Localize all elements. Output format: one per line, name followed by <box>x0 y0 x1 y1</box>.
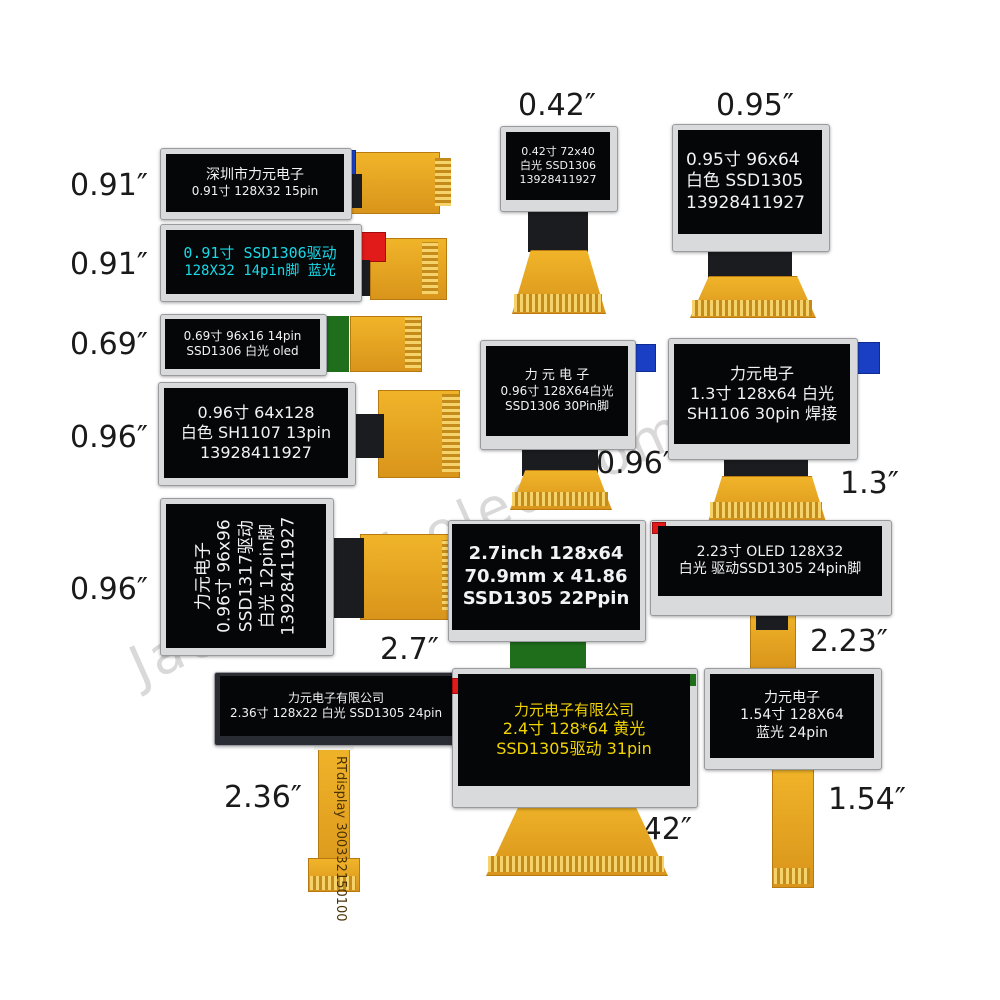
oled-module-0-95: 0.95寸 96x64 白色 SSD1305 13928411927 <box>672 124 832 320</box>
screen-line: 白色 SH1107 13pin <box>180 423 332 442</box>
flex-print-text: RTdisplay 300332150100 <box>333 756 348 922</box>
screen-line: 蓝光 24pin <box>756 724 828 741</box>
screen-line: 0.96寸 64x128 <box>197 403 315 422</box>
screen-line: 白色 SSD1305 <box>686 171 804 192</box>
size-label-1-3: 1.3″ <box>840 466 899 501</box>
display-screen: 0.96寸 64x128 白色 SH1107 13pin 13928411927 <box>164 388 348 478</box>
oled-module-0-42: 0.42寸 72x40 白光 SSD1306 13928411927 <box>500 126 620 316</box>
screen-line: 2.36寸 128x22 白光 SSD1305 24pin <box>229 706 443 720</box>
display-screen: 力元电子有限公司 2.36寸 128x22 白光 SSD1305 24pin <box>220 676 452 736</box>
size-label-2-36: 2.36″ <box>224 780 303 815</box>
display-screen: 2.7inch 128x64 70.9mm x 41.86 SSD1305 22… <box>452 524 640 630</box>
display-screen: 0.69寸 96x16 14pin SSD1306 白光 oled <box>165 319 320 369</box>
pin-contacts <box>774 868 810 884</box>
screen-line: SSD1305驱动 31pin <box>496 739 652 759</box>
oled-module-2-7: 2.7inch 128x64 70.9mm x 41.86 SSD1305 22… <box>448 520 648 680</box>
screen-line: 力元电子 <box>192 542 213 611</box>
screen-line: 力元电子有限公司 <box>287 691 384 705</box>
screen-line: 0.95寸 96x64 <box>686 150 800 171</box>
size-label-0-91-a: 0.91″ <box>70 168 149 203</box>
oled-module-2-23: 2.23寸 OLED 128X32 白光 驱动SSD1305 24pin脚 <box>650 520 892 670</box>
screen-line: SH1106 30pin 焊接 <box>686 404 838 423</box>
screen-line: 13928411927 <box>200 443 312 462</box>
size-label-0-96-c: 0.96″ <box>596 446 675 481</box>
screen-line: 128X32 14pin脚 蓝光 <box>184 262 336 279</box>
size-label-2-7: 2.7″ <box>380 632 439 667</box>
flex-cable <box>772 764 814 888</box>
screen-line: 0.91寸 128X32 15pin <box>191 184 319 199</box>
oled-module-1-3: 力元电子 1.3寸 128x64 白光 SH1106 30pin 焊接 <box>668 338 880 524</box>
pin-contacts <box>435 158 451 206</box>
size-label-0-91-b: 0.91″ <box>70 247 149 282</box>
screen-line: 力元电子 <box>729 364 794 383</box>
screen-line: 0.96寸 96x96 <box>214 519 235 633</box>
display-screen: 力元电子有限公司 2.4寸 128*64 黄光 SSD1305驱动 31pin <box>458 674 690 786</box>
screen-line: 2.7inch 128x64 <box>468 543 624 565</box>
pin-contacts <box>488 856 664 872</box>
oled-module-0-96-a: 0.96寸 64x128 白色 SH1107 13pin 13928411927 <box>158 382 468 486</box>
screen-line: SSD1305 22Ppin <box>462 588 630 610</box>
display-screen: 力元电子 1.54寸 128X64 蓝光 24pin <box>710 674 874 758</box>
size-label-2-23: 2.23″ <box>810 624 889 659</box>
screen-line: 0.69寸 96x16 14pin <box>183 329 302 343</box>
oled-module-2-36: RTdisplay 300332150100 力元电子有限公司 2.36寸 12… <box>214 672 464 922</box>
screen-line: 13928411927 <box>686 192 805 213</box>
screen-line: 0.42寸 72x40 <box>521 145 595 159</box>
screen-line: 2.23寸 OLED 128X32 <box>696 543 844 560</box>
pin-contacts <box>310 876 356 890</box>
size-label-0-96-b: 0.96″ <box>70 572 149 607</box>
screen-line: SSD1306 30Pin脚 <box>504 399 609 414</box>
pin-contacts <box>514 294 602 312</box>
size-label-1-54: 1.54″ <box>828 782 907 817</box>
screen-line: 1.54寸 128X64 <box>740 707 844 724</box>
screen-line: 2.4寸 128*64 黄光 <box>502 719 646 739</box>
screen-line: 白光 SSD1306 <box>520 159 596 173</box>
size-label-0-96-a: 0.96″ <box>70 420 149 455</box>
display-screen: 力元电子 1.3寸 128x64 白光 SH1106 30pin 焊接 <box>674 344 850 444</box>
flex-cable <box>360 534 452 620</box>
rotated-text-group: 力元电子 0.96寸 96x96 SSD1317驱动 白光 12pin脚 139… <box>193 517 299 636</box>
screen-line: 1.3寸 128x64 白光 <box>690 384 834 403</box>
oled-module-0-69: 0.69寸 96x16 14pin SSD1306 白光 oled <box>160 314 460 376</box>
oled-module-1-54: 力元电子 1.54寸 128X64 蓝光 24pin <box>704 668 884 890</box>
screen-line: 0.96寸 128X64白光 <box>500 384 614 399</box>
flex-cable <box>350 152 440 214</box>
oled-module-0-91-b: 0.91寸 SSD1306驱动 128X32 14pin脚 蓝光 <box>160 224 460 302</box>
display-screen: 0.91寸 SSD1306驱动 128X32 14pin脚 蓝光 <box>166 230 354 294</box>
pin-contacts <box>422 242 438 294</box>
pin-contacts <box>692 300 812 316</box>
driver-chip <box>328 538 364 618</box>
screen-line: 13928411927 <box>277 516 298 636</box>
pin-contacts <box>512 492 608 506</box>
driver-chip <box>528 206 588 252</box>
oled-module-0-91-a: 深圳市力元电子 0.91寸 128X32 15pin <box>160 148 460 220</box>
screen-line: 70.9mm x 41.86 <box>464 565 628 587</box>
pin-contacts <box>442 394 460 472</box>
size-label-0-69: 0.69″ <box>70 327 149 362</box>
size-label-0-42: 0.42″ <box>518 88 597 123</box>
pin-contacts <box>405 318 421 368</box>
driver-chip <box>756 612 788 630</box>
oled-module-0-96-b: 力元电子 0.96寸 96x96 SSD1317驱动 白光 12pin脚 139… <box>160 498 460 658</box>
display-screen: 2.23寸 OLED 128X32 白光 驱动SSD1305 24pin脚 <box>658 526 882 596</box>
display-screen: 力元电子 0.96寸 96x96 SSD1317驱动 白光 12pin脚 139… <box>166 504 326 648</box>
display-screen: 0.95寸 96x64 白色 SSD1305 13928411927 <box>678 130 822 234</box>
oled-module-2-42: 力元电子有限公司 2.4寸 128*64 黄光 SSD1305驱动 31pin <box>452 668 700 878</box>
screen-line: 力元电子 <box>764 689 820 706</box>
screen-line: 深圳市力元电子 <box>206 166 304 183</box>
oled-module-0-96-c: 力 元 电 子 0.96寸 128X64白光 SSD1306 30Pin脚 <box>480 340 660 510</box>
screen-line: SSD1317驱动 <box>235 520 256 632</box>
screen-line: 0.91寸 SSD1306驱动 <box>183 243 337 262</box>
display-screen: 深圳市力元电子 0.91寸 128X32 15pin <box>166 154 344 212</box>
display-screen: 0.42寸 72x40 白光 SSD1306 13928411927 <box>506 132 610 200</box>
pin-contacts <box>710 502 822 518</box>
screen-line: 白光 12pin脚 <box>256 523 277 629</box>
display-screen: 力 元 电 子 0.96寸 128X64白光 SSD1306 30Pin脚 <box>486 346 628 436</box>
screen-line: SSD1306 白光 oled <box>186 344 299 358</box>
screen-line: 白光 驱动SSD1305 24pin脚 <box>678 561 862 577</box>
screen-line: 13928411927 <box>519 172 597 186</box>
screen-line: 力元电子有限公司 <box>513 700 634 719</box>
screen-line: 力 元 电 子 <box>524 367 590 383</box>
size-label-0-95: 0.95″ <box>716 88 795 123</box>
